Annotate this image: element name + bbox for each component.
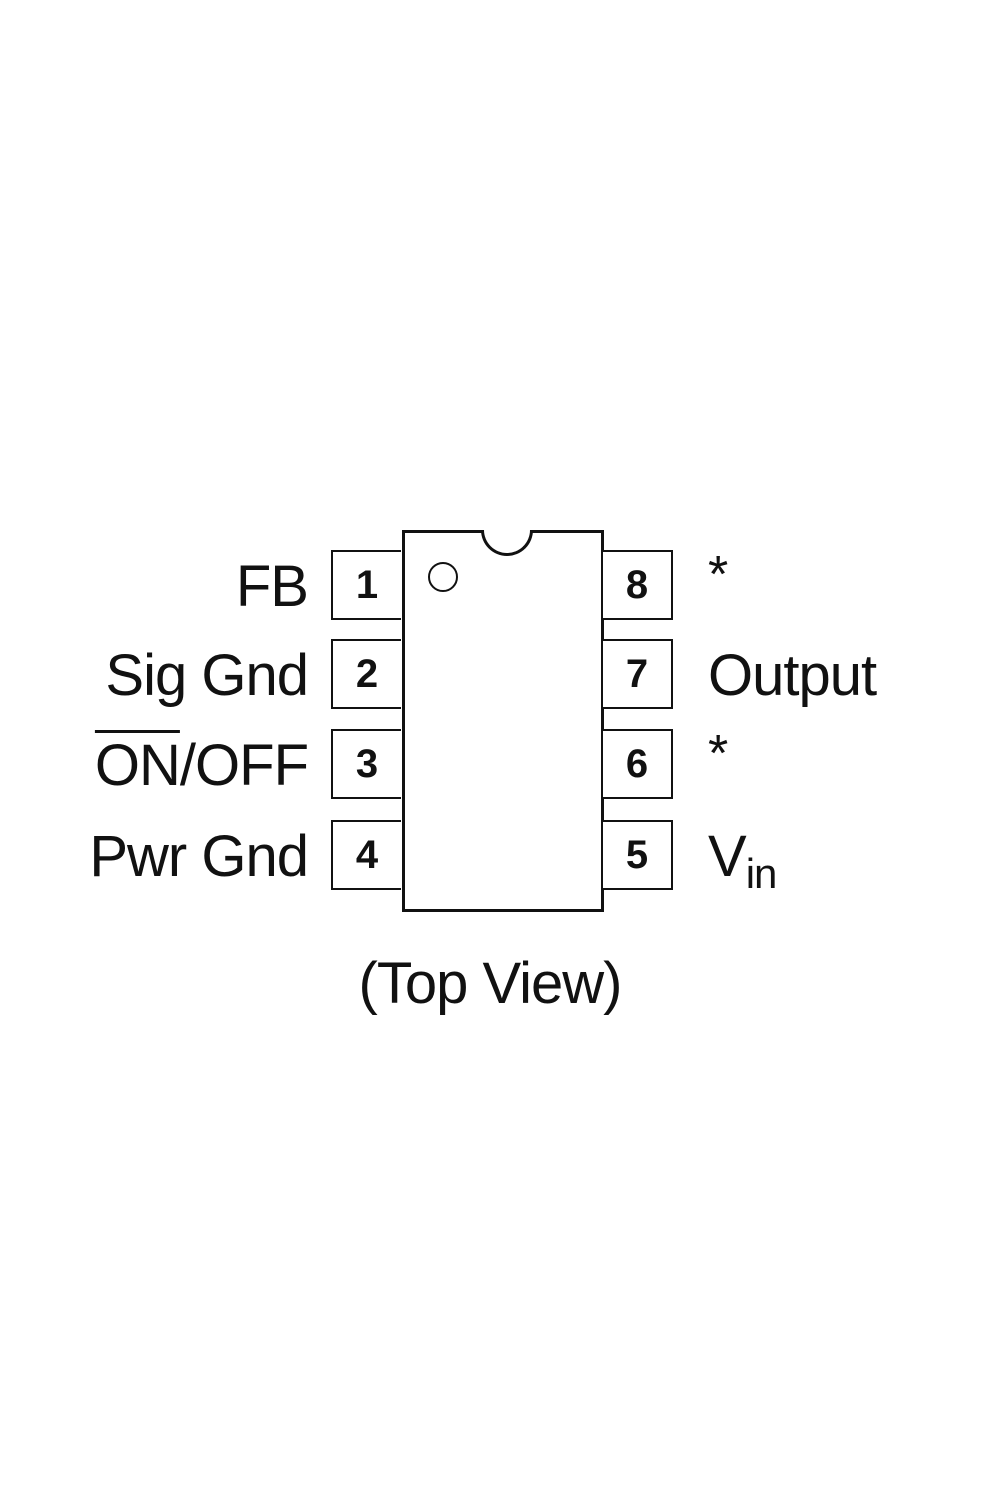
pin-4-box: 4 [331,820,401,890]
pin-8-number: 8 [625,562,649,607]
view-caption: (Top View) [358,951,623,1016]
pin-2-number: 2 [355,651,379,696]
pin-2-label: Sig Gnd [105,643,309,708]
pin1-indicator-dot [428,562,458,592]
pin-7-box: 7 [603,639,673,709]
pin-5-label: Vin [708,822,777,897]
pin-1-number: 1 [355,562,379,607]
pin-1-box: 1 [331,550,401,620]
pin-6-box: 6 [603,729,673,799]
pin-6-label-text: * [708,725,728,783]
pin-1-label: FB [235,554,309,619]
pin-3-box: 3 [331,729,401,799]
pin-5-number: 5 [625,832,649,877]
pin-2-box: 2 [331,639,401,709]
pin-8-box: 8 [603,550,673,620]
ic-package-body [402,530,604,912]
pin-5-box: 5 [603,820,673,890]
pin-5-label-main: V [708,824,747,889]
pin-8-label-text: * [708,546,728,604]
pin-7-number: 7 [625,651,649,696]
pin-3-label: ON/OFF [94,731,309,801]
pin-3-number: 3 [355,741,379,786]
pin-6-number: 6 [625,741,649,786]
pin-7-label: Output [708,643,877,708]
pin-3-label-rest: /OFF [179,733,309,798]
pin-4-number: 4 [355,832,379,877]
package-notch [481,530,533,556]
pin-3-label-overbar: ON [94,733,181,798]
pin-4-label: Pwr Gnd [89,824,309,889]
pin-6-label: * [708,725,728,801]
pin-5-label-sub: in [745,850,778,897]
pin-8-label: * [708,546,728,622]
